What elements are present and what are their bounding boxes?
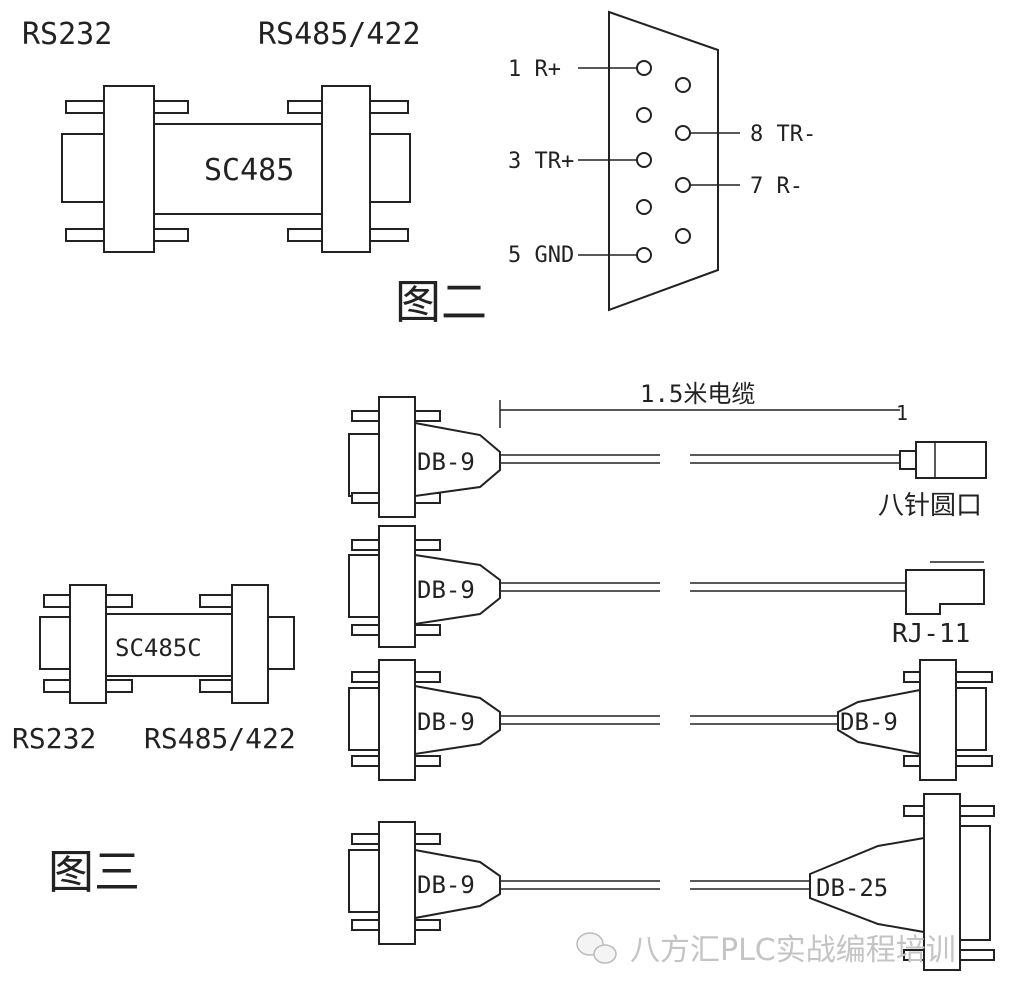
pin-5-label: 5 GND	[508, 243, 574, 268]
pin-8-label: 8 TR-	[750, 122, 816, 147]
round-8pin-connector	[899, 441, 987, 479]
row4-from-label: DB-9	[417, 871, 475, 899]
row4-to-label: DB-25	[816, 874, 888, 902]
pin-3-label: 3 TR+	[508, 149, 574, 174]
cable-length-dimension: 1.5米电缆 1	[499, 380, 908, 428]
fig2-right-connector	[287, 85, 411, 253]
row1-to-label: 八针圆口	[878, 491, 982, 521]
row3-from-label: DB-9	[417, 708, 475, 736]
row3-db9-connector	[837, 659, 993, 781]
fig3-label-rs232: RS232	[12, 722, 96, 755]
dimension-mark: 1	[896, 401, 908, 425]
pin-holes	[636, 60, 691, 263]
cable-row-3: DB-9 DB-9	[348, 659, 993, 781]
row1-from-label: DB-9	[417, 448, 475, 476]
figure-3: SC485C RS232 RS485/422 图三 1.5米电缆 1 DB-9	[12, 380, 995, 971]
cable-row-1: DB-9 八针圆口	[348, 396, 987, 521]
db9-pinout: 1 R+ 3 TR+ 5 GND 8 TR- 7 R-	[508, 10, 816, 312]
row3-to-label: DB-9	[840, 708, 898, 736]
pin-7-label: 7 R-	[750, 174, 803, 199]
row2-from-label: DB-9	[417, 576, 475, 604]
fig3-adapter-label: SC485C	[115, 634, 202, 662]
cable-row-2: DB-9 RJ-11	[348, 525, 985, 649]
fig2-label-rs485: RS485/422	[258, 17, 421, 52]
wechat-icon	[576, 932, 617, 964]
db9-shell	[608, 10, 719, 312]
row2-to-label: RJ-11	[892, 619, 970, 649]
watermark-text: 八方汇PLC实战编程培训	[630, 933, 956, 968]
watermark: 八方汇PLC实战编程培训	[576, 932, 956, 968]
db25-connector	[809, 793, 995, 971]
fig3-adapter: SC485C	[39, 584, 295, 704]
fig3-label-rs485: RS485/422	[144, 722, 296, 755]
fig2-caption: 图二	[395, 275, 487, 329]
fig3-caption: 图三	[48, 845, 140, 899]
fig2-adapter-label: SC485	[204, 153, 294, 188]
cable-row-4: DB-9 DB-25	[348, 793, 995, 971]
rj11-plug	[905, 561, 985, 615]
pin-1-label: 1 R+	[508, 57, 561, 82]
fig2-label-rs232: RS232	[22, 17, 112, 52]
figure-2: RS232 RS485/422 SC485 图二	[22, 10, 816, 329]
cable-length-label: 1.5米电缆	[640, 380, 755, 408]
